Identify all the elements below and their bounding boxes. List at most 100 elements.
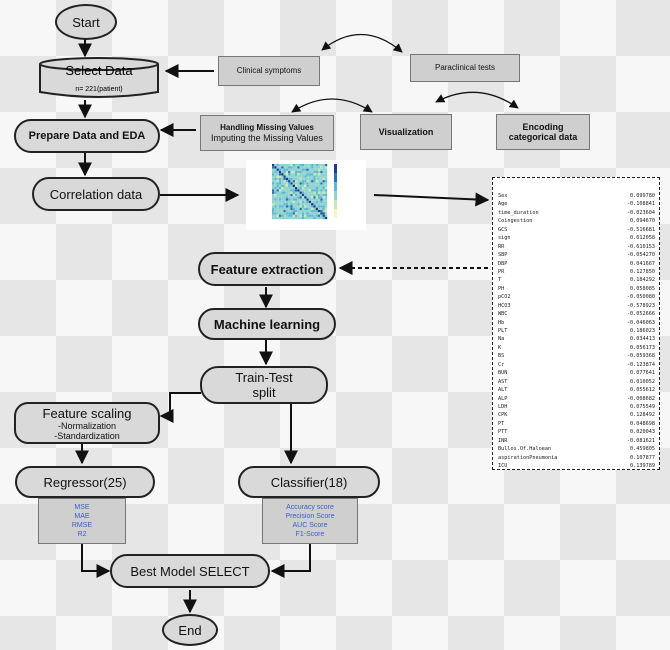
best-model-node: Best Model SELECT (110, 554, 270, 588)
select-data-title: Select Data (65, 63, 133, 78)
correlation-row: LDH 0.075549 (498, 403, 655, 411)
correlation-feature: SBP (498, 252, 508, 259)
correlation-row: ALP -0.008682 (498, 395, 655, 403)
correlation-row: time_duration -0.023604 (498, 209, 655, 217)
correlation-value: 0.107877 (630, 454, 655, 461)
feature-scaling-item-1: -Normalization (57, 420, 117, 431)
correlation-feature: Age (498, 201, 508, 208)
correlation-feature: ICU (498, 463, 508, 469)
correlation-row: SBP -0.054270 (498, 251, 655, 259)
correlation-row: GCS-0.516681 (498, 226, 655, 234)
correlation-feature: RR (498, 243, 505, 250)
correlation-value: 0.612058 (630, 235, 655, 242)
correlation-value: 0.058085 (630, 285, 655, 292)
correlation-feature: BUN (498, 370, 508, 377)
train-test-line-2: split (252, 385, 276, 400)
correlation-value: 0.041667 (630, 260, 655, 267)
correlation-value: 0.075549 (630, 403, 655, 410)
correlation-feature: Coingestion (498, 218, 533, 225)
correlation-value: -0.108841 (626, 201, 655, 208)
correlation-value: -0.059368 (626, 353, 655, 360)
start-node: Start (55, 4, 117, 40)
correlation-value: -0.023604 (626, 209, 655, 216)
correlation-feature: Hb (498, 319, 505, 326)
correlation-row: Age -0.108841 (498, 200, 655, 208)
correlation-value: 0.055612 (630, 387, 655, 394)
correlation-feature: pCO2 (498, 294, 511, 301)
correlation-value: -0.054270 (626, 252, 655, 259)
correlation-value: -0.578923 (626, 302, 655, 309)
correlation-value: -0.050080 (626, 294, 655, 301)
correlation-feature: time_duration (498, 209, 539, 216)
metric-label: Accuracy score (286, 504, 334, 511)
handling-missing-body: Imputing the Missing Values (211, 132, 323, 143)
correlation-feature: PH (498, 285, 505, 292)
feature-extraction-node: Feature extraction (198, 252, 336, 286)
feature-scaling-node: Feature scaling -Normalization -Standard… (14, 402, 160, 444)
correlation-row: PH 0.058085 (498, 285, 655, 293)
machine-learning-node: Machine learning (198, 308, 336, 340)
correlation-feature: Na (498, 336, 505, 343)
correlation-value: 0.128492 (630, 412, 655, 419)
correlation-feature: ALP (498, 395, 508, 402)
correlation-value: -0.081621 (626, 437, 655, 444)
correlation-value: 0.056173 (630, 344, 655, 351)
correlation-value: 0.048698 (630, 420, 655, 427)
correlation-value: 0.184292 (630, 277, 655, 284)
correlation-row: PT 0.048698 (498, 420, 655, 428)
correlation-value: 0.459805 (630, 446, 655, 453)
correlation-row: RR -0.610153 (498, 243, 655, 251)
correlation-row: PLT 0.186023 (498, 327, 655, 335)
correlation-value: -0.052666 (626, 311, 655, 318)
correlation-feature: AST (498, 378, 508, 385)
end-node: End (162, 614, 218, 646)
correlation-row: INR -0.081621 (498, 437, 655, 445)
correlation-feature: sign (498, 235, 511, 242)
correlation-value: 0.020043 (630, 429, 655, 436)
metric-label: RMSE (71, 522, 93, 529)
correlation-value: 0.139789 (630, 463, 655, 469)
metric-label: AUC Score (292, 522, 328, 529)
classifier-node: Classifier(18) (238, 466, 380, 498)
correlation-feature: Sex (498, 193, 508, 199)
correlation-value: -0.008682 (626, 395, 655, 402)
metric-label: Precision Score (285, 513, 335, 520)
correlation-feature: ALT (498, 387, 508, 394)
correlation-value: -0.610153 (626, 243, 655, 250)
metric-label: F1-Score (295, 531, 325, 538)
encoding-box: Encoding categorical data (496, 114, 590, 150)
correlation-feature: LDH (498, 403, 508, 410)
correlation-row: WBC -0.052666 (498, 310, 655, 318)
handling-missing-box: Handling Missing Values Imputing the Mis… (200, 115, 334, 151)
visualization-box: Visualization (360, 114, 452, 150)
correlation-row: HCO3 -0.578923 (498, 302, 655, 310)
correlation-feature: CPK (498, 412, 508, 419)
correlation-row: ALT 0.055612 (498, 386, 655, 394)
correlation-feature: INR (498, 437, 508, 444)
correlation-feature: PR (498, 268, 505, 275)
correlation-row: PR 0.127850 (498, 268, 655, 276)
correlation-feature: HCO3 (498, 302, 511, 309)
prepare-data-node: Prepare Data and EDA (14, 119, 160, 153)
correlation-feature: PLT (498, 328, 508, 334)
correlation-feature: GCS (498, 226, 508, 233)
correlation-value: 0.127850 (630, 268, 655, 275)
correlation-value: 0.186023 (630, 328, 655, 334)
correlation-feature: WBC (498, 311, 508, 318)
correlation-value: 0.077641 (630, 370, 655, 377)
database-icon (39, 57, 159, 98)
correlation-row: BS-0.059368 (498, 352, 655, 360)
regressor-node: Regressor(25) (15, 466, 155, 498)
correlation-value: 0.010052 (630, 378, 655, 385)
train-test-line-1: Train-Test (235, 370, 293, 385)
correlation-feature: PT (498, 420, 505, 427)
